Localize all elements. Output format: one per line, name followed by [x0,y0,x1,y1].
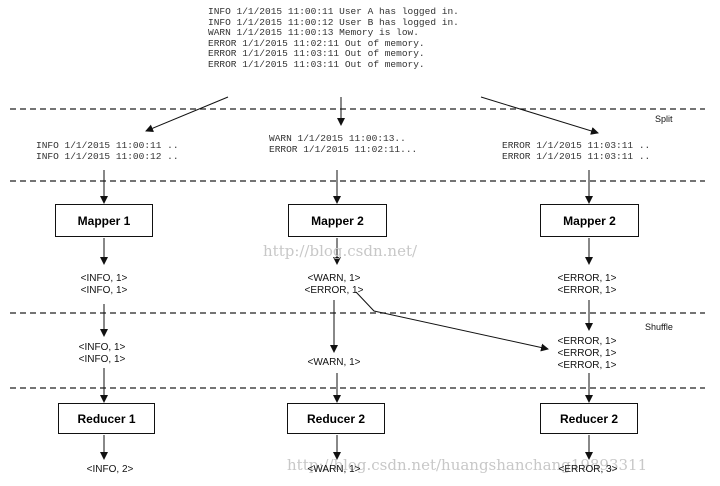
pair: <ERROR, 1> [557,348,617,359]
map-output-2: <WARN, 1><ERROR, 1> [294,273,374,297]
result-2: <WARN, 1> [307,464,361,475]
log-line: ERROR 1/1/2015 11:03:11 Out of memory. [208,58,425,70]
split-line: INFO 1/1/2015 11:00:12 .. [36,150,179,162]
split-line: ERROR 1/1/2015 11:02:11... [269,143,418,155]
split-3: ERROR 1/1/2015 11:03:11 ..ERROR 1/1/2015… [502,140,651,162]
input-log: INFO 1/1/2015 11:00:11 User A has logged… [208,6,459,71]
map-output-1: <INFO, 1><INFO, 1> [64,273,144,297]
shuffled-group-2: <WARN, 1> [294,357,374,369]
pair: <ERROR, 1> [557,336,617,347]
arrow-input-split-1 [145,96,229,133]
pair: <INFO, 1> [78,342,126,353]
arrow-shuffle-error [355,291,549,352]
reducer-3-box: Reducer 2 [540,403,638,434]
watermark: http://blog.csdn.net/ [263,242,418,260]
log-line: ERROR 1/1/2015 11:02:11 Out of memory. [208,37,425,49]
pair: <ERROR, 1> [557,273,617,284]
reducer-2-box: Reducer 2 [287,403,385,434]
pair: <WARN, 1> [307,357,361,368]
pair: <WARN, 1> [307,273,361,284]
pair: <INFO, 1> [80,273,128,284]
pair: <INFO, 1> [80,285,128,296]
split-line: ERROR 1/1/2015 11:03:11 .. [502,140,651,151]
log-line: INFO 1/1/2015 11:00:12 User B has logged… [208,16,459,28]
split-1: INFO 1/1/2015 11:00:11 ..INFO 1/1/2015 1… [36,140,179,162]
watermark: http://blog.csdn.net/huangshanchang19893… [287,456,648,474]
log-line: ERROR 1/1/2015 11:03:11 Out of memory. [208,48,425,60]
split-line: ERROR 1/1/2015 11:03:11 .. [502,150,651,162]
reducer-1-box: Reducer 1 [58,403,155,434]
pair: <INFO, 1> [78,354,126,365]
split-line: WARN 1/1/2015 11:00:13.. [269,133,406,144]
mapper-2-box: Mapper 2 [288,204,387,237]
stage-label-split: Split [655,114,673,124]
mapper-1-box: Mapper 1 [55,204,153,237]
pair: <ERROR, 1> [304,285,364,296]
pair: <ERROR, 1> [557,285,617,296]
mapper-3-box: Mapper 2 [540,204,639,237]
arrow-input-split-3 [480,96,599,135]
pair: <ERROR, 1> [557,360,617,371]
log-line: INFO 1/1/2015 11:00:11 User A has logged… [208,6,459,17]
result-3: <ERROR, 3> [558,464,618,475]
shuffled-group-1: <INFO, 1><INFO, 1> [62,342,142,366]
log-line: WARN 1/1/2015 11:00:13 Memory is low. [208,27,419,39]
stage-label-shuffle: Shuffle [645,322,673,332]
result-1: <INFO, 2> [86,464,134,475]
map-output-3: <ERROR, 1><ERROR, 1> [547,273,627,297]
split-line: INFO 1/1/2015 11:00:11 .. [36,140,179,151]
shuffled-group-3: <ERROR, 1><ERROR, 1><ERROR, 1> [547,336,627,372]
split-2: WARN 1/1/2015 11:00:13..ERROR 1/1/2015 1… [269,133,418,155]
